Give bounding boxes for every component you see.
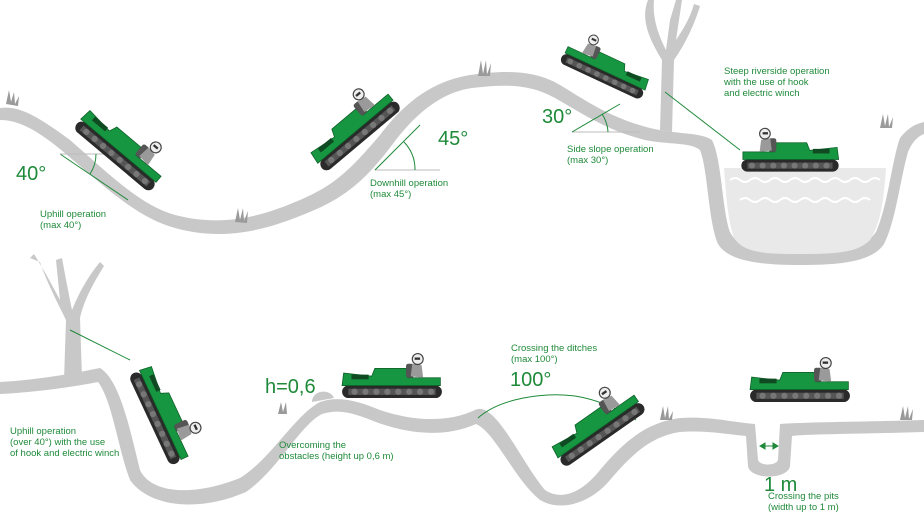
caption-uphill: Uphill operation (max 40°): [40, 209, 107, 231]
angle-arcs: [59, 91, 779, 450]
caption-steep-uphill: Uphill operation (over 40°) with the use…: [10, 426, 120, 459]
caption-downhill: Downhill operation (max 45°): [370, 178, 449, 200]
caption-riverside: Steep riverside operation with the use o…: [724, 66, 830, 99]
vehicle-riverside: [740, 127, 840, 173]
height-obstacle: h=0,6: [265, 376, 316, 398]
vehicle-uphill: [72, 94, 179, 194]
top-terrain: [0, 0, 924, 266]
caption-side-slope: Side slope operation (max 30°): [567, 144, 654, 166]
vehicle-pit: [749, 356, 851, 403]
bottom-terrain: [0, 254, 924, 506]
caption-pit: Crossing the pits (width up to 1 m): [768, 491, 839, 513]
caption-ditch: Crossing the ditches (max 100°): [511, 343, 598, 365]
width-pit: 1 m: [764, 474, 798, 496]
caption-obstacle: Overcoming the obstacles (height up 0,6 …: [279, 440, 394, 462]
angle-downhill: 45°: [438, 128, 469, 150]
angle-ditch: 100°: [510, 369, 552, 391]
vehicle-steep-uphill: [127, 356, 212, 467]
angle-uphill: 40°: [16, 163, 47, 185]
vehicle-obstacle: [341, 352, 443, 399]
grass: [6, 60, 913, 420]
angle-side-slope: 30°: [542, 106, 573, 128]
vehicle-side-slope: [558, 25, 658, 101]
